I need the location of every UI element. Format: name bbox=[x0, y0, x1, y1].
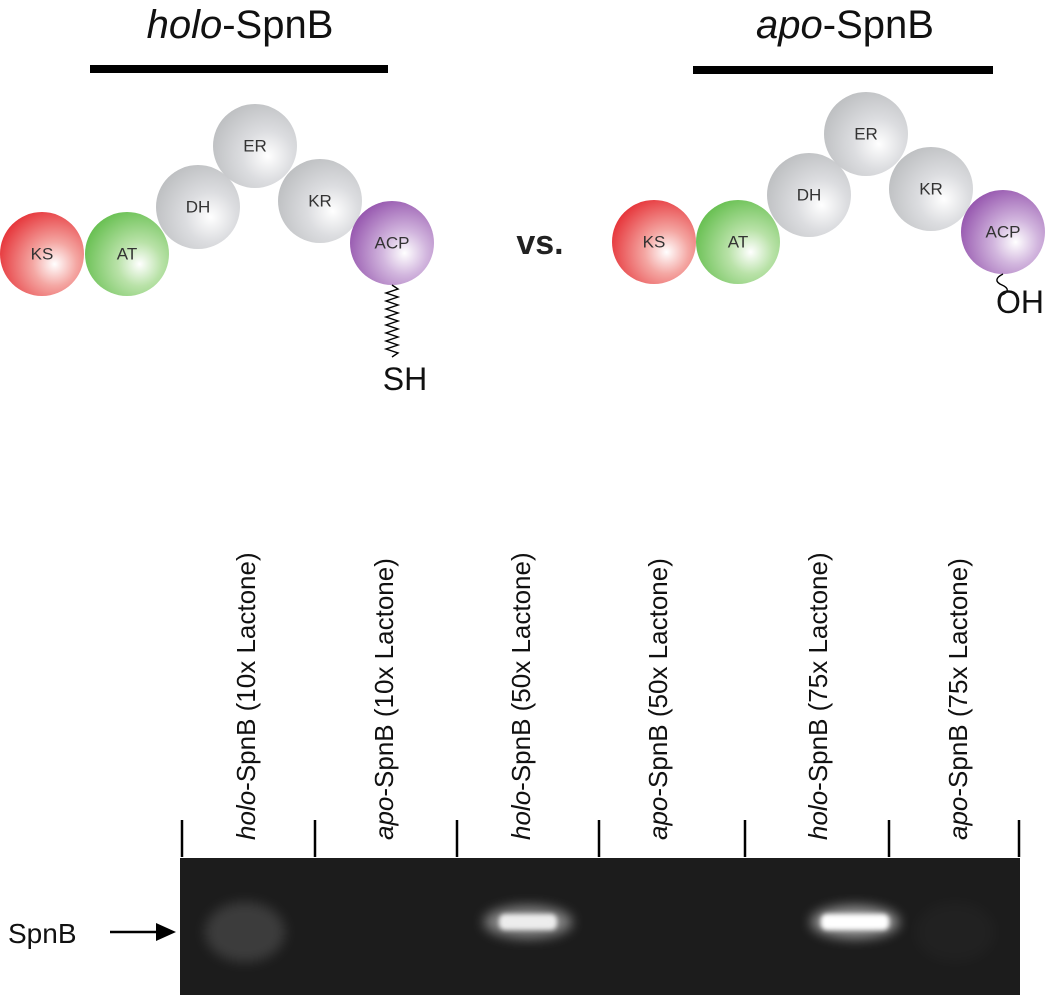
lane-2-rest: -SpnB (10x Lactone) bbox=[369, 558, 399, 796]
lane-1-prefix: holo bbox=[231, 791, 261, 840]
apo-kr-label: KR bbox=[919, 180, 943, 199]
lane-3-prefix: holo bbox=[506, 791, 536, 840]
lane-4-prefix: apo bbox=[643, 797, 673, 840]
spnb-marker-label: SpnB bbox=[8, 918, 77, 949]
apo-acp-domain bbox=[961, 190, 1045, 274]
lane-4-label: apo-SpnB (50x Lactone) bbox=[643, 558, 673, 840]
gel-band-3 bbox=[499, 914, 557, 930]
apo-kr-domain bbox=[889, 147, 973, 231]
lane-3-label: holo-SpnB (50x Lactone) bbox=[506, 552, 536, 840]
apo-dh-label: DH bbox=[797, 186, 822, 205]
holo-sh-group: SH bbox=[383, 361, 427, 397]
holo-at-domain bbox=[85, 212, 169, 296]
lane-2-prefix: apo bbox=[369, 797, 399, 840]
holo-er-label: ER bbox=[243, 137, 267, 156]
gel-image bbox=[180, 858, 1020, 995]
holo-acp-domain bbox=[350, 201, 434, 285]
holo-zigzag-linker bbox=[383, 284, 401, 358]
lane-6-rest: -SpnB (75x Lactone) bbox=[943, 558, 973, 796]
lane-5-prefix: holo bbox=[803, 791, 833, 840]
holo-title-suffix: -SpnB bbox=[222, 3, 333, 47]
spnb-arrow-head bbox=[156, 923, 176, 941]
apo-er-label: ER bbox=[854, 125, 878, 144]
apo-title-bar bbox=[693, 66, 993, 74]
apo-at-label: AT bbox=[728, 233, 748, 252]
apo-ks-label: KS bbox=[643, 233, 666, 252]
apo-oh-group: OH bbox=[996, 284, 1044, 320]
lane-5-rest: -SpnB (75x Lactone) bbox=[803, 552, 833, 790]
gel-band-glow-6 bbox=[915, 902, 995, 962]
apo-panel-title: apo-SpnB bbox=[756, 3, 934, 47]
holo-title-prefix: holo bbox=[147, 3, 223, 47]
holo-at-label: AT bbox=[117, 245, 137, 264]
holo-panel: holo-SpnB KS AT DH ER KR ACP SH bbox=[0, 3, 434, 397]
apo-ks-domain bbox=[612, 200, 696, 284]
lane-1-label: holo-SpnB (10x Lactone) bbox=[231, 552, 261, 840]
holo-dh-label: DH bbox=[186, 198, 211, 217]
apo-at-domain bbox=[696, 200, 780, 284]
holo-kr-label: KR bbox=[308, 192, 332, 211]
apo-acp-label: ACP bbox=[986, 223, 1021, 242]
lane-separators bbox=[180, 820, 1021, 857]
holo-dh-domain bbox=[156, 165, 240, 249]
holo-er-domain bbox=[213, 104, 297, 188]
apo-title-prefix: apo bbox=[756, 3, 823, 47]
holo-acp-label: ACP bbox=[375, 234, 410, 253]
gel-bands bbox=[205, 902, 995, 962]
lane-5-label: holo-SpnB (75x Lactone) bbox=[803, 552, 833, 840]
holo-panel-title: holo-SpnB bbox=[147, 3, 334, 47]
lane-3-rest: -SpnB (50x Lactone) bbox=[506, 552, 536, 790]
holo-ks-domain bbox=[0, 212, 84, 296]
holo-ks-label: KS bbox=[31, 245, 54, 264]
lane-6-prefix: apo bbox=[943, 797, 973, 840]
lane-6-label: apo-SpnB (75x Lactone) bbox=[943, 558, 973, 840]
lane-1-rest: -SpnB (10x Lactone) bbox=[231, 552, 261, 790]
lane-2-label: apo-SpnB (10x Lactone) bbox=[369, 558, 399, 840]
apo-short-linker bbox=[996, 273, 1008, 296]
apo-title-suffix: -SpnB bbox=[823, 3, 934, 47]
holo-title-bar bbox=[90, 65, 388, 73]
gel-band-5 bbox=[821, 914, 889, 930]
apo-er-domain bbox=[824, 92, 908, 176]
gel-band-glow-1 bbox=[205, 902, 285, 962]
versus-text: vs. bbox=[516, 224, 563, 262]
holo-kr-domain bbox=[278, 159, 362, 243]
spnb-marker: SpnB bbox=[8, 918, 176, 949]
lane-4-rest: -SpnB (50x Lactone) bbox=[643, 558, 673, 796]
apo-panel: apo-SpnB KS AT DH ER KR ACP OH bbox=[612, 3, 1045, 320]
lane-labels: holo-SpnB (10x Lactone) apo-SpnB (10x La… bbox=[231, 552, 973, 840]
apo-dh-domain bbox=[767, 153, 851, 237]
